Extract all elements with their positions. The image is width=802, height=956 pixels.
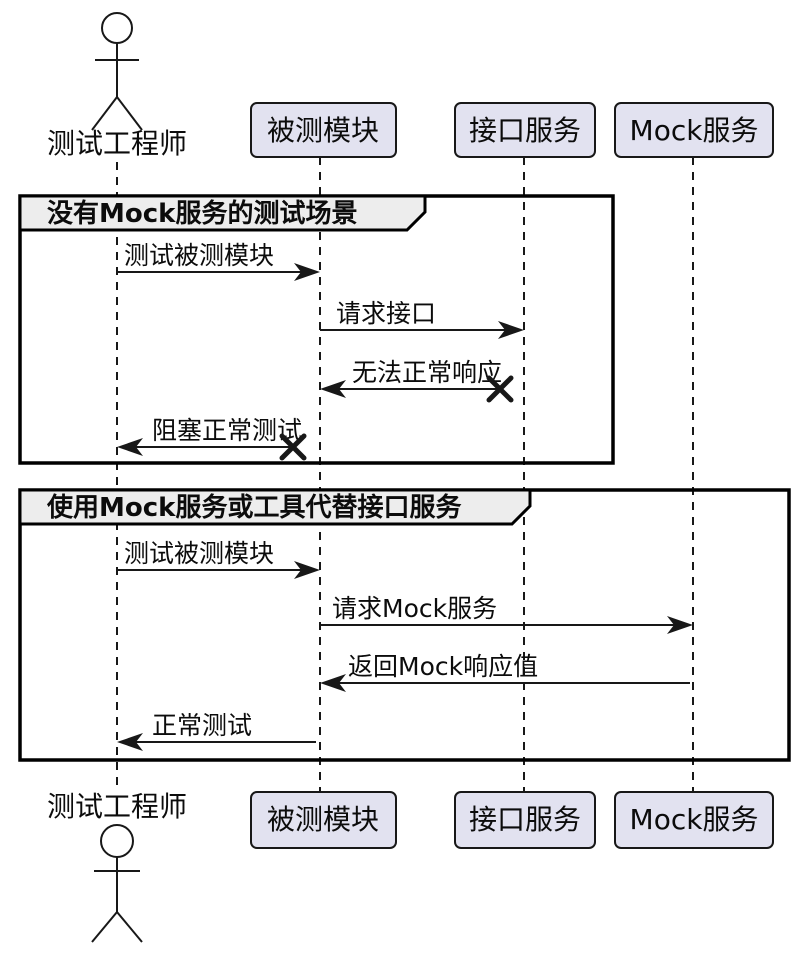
message-normal-testing: 正常测试	[117, 711, 316, 751]
participant-module-under-test: 被测模块	[250, 791, 397, 849]
actor-leg-right-icon	[116, 96, 143, 131]
participant-interface-service: 接口服务	[454, 791, 596, 849]
actor-leg-right-icon	[116, 911, 143, 943]
message-test-module-1: 测试被测模块	[117, 241, 320, 281]
participant-label: 接口服务	[469, 803, 581, 836]
messages: 测试被测模块 请求接口 无法正常响应 阻塞正常测试	[117, 241, 693, 751]
lost-message-x-icon	[486, 375, 514, 403]
participant-label: Mock服务	[630, 803, 759, 836]
lifelines	[116, 157, 694, 792]
message-label: 返回Mock响应值	[348, 652, 538, 681]
frame-title-tab	[18, 194, 427, 232]
participant-label: 接口服务	[469, 114, 581, 147]
arrowhead-left-icon	[117, 733, 143, 751]
frame-no-mock-scenario: 没有Mock服务的测试场景	[18, 194, 615, 465]
message-blocks-normal-testing: 阻塞正常测试	[117, 416, 307, 461]
participants-top: 被测模块 接口服务 Mock服务	[250, 102, 774, 158]
participant-label: Mock服务	[630, 114, 759, 147]
message-label: 请求接口	[336, 299, 436, 328]
actor-head-icon	[100, 824, 134, 858]
participants-bottom: 被测模块 接口服务 Mock服务	[250, 791, 774, 849]
participant-module-under-test: 被测模块	[250, 102, 397, 158]
message-label: 正常测试	[152, 711, 252, 740]
participant-interface-service: 接口服务	[454, 102, 596, 158]
arrowhead-left-icon	[320, 674, 346, 692]
message-request-interface: 请求接口	[320, 299, 524, 339]
participant-box	[250, 791, 397, 849]
actor-label: 测试工程师	[47, 790, 187, 823]
message-request-mock-service: 请求Mock服务	[320, 594, 693, 634]
frame-title: 使用Mock服务或工具代替接口服务	[46, 493, 461, 523]
message-no-normal-response: 无法正常响应	[320, 358, 514, 403]
frame-with-mock-scenario: 使用Mock服务或工具代替接口服务	[18, 488, 791, 762]
frame-title-tab	[18, 488, 532, 526]
participant-box	[454, 791, 596, 849]
arrowhead-left-icon	[320, 380, 346, 398]
arrowhead-right-icon	[294, 263, 320, 281]
arrowhead-right-icon	[667, 616, 693, 634]
participant-label: 被测模块	[267, 803, 379, 836]
message-label: 测试被测模块	[124, 539, 274, 568]
arrowhead-right-icon	[498, 321, 524, 339]
participant-mock-service: Mock服务	[614, 791, 774, 849]
arrowhead-right-icon	[294, 561, 320, 579]
frame-title: 没有Mock服务的测试场景	[47, 198, 357, 229]
message-test-module-2: 测试被测模块	[117, 539, 320, 579]
actor-test-engineer-bottom: 测试工程师	[47, 790, 187, 943]
lost-message-x-icon	[279, 433, 307, 461]
arrowhead-left-icon	[117, 438, 143, 456]
message-label: 阻塞正常测试	[152, 416, 302, 445]
message-label: 测试被测模块	[124, 241, 274, 270]
actor-head-icon	[101, 12, 133, 44]
message-return-mock-response: 返回Mock响应值	[320, 652, 690, 692]
actor-test-engineer-top: 测试工程师	[47, 12, 187, 160]
message-label: 无法正常响应	[352, 358, 502, 387]
participant-box	[614, 102, 774, 158]
participant-box	[454, 102, 596, 158]
participant-box	[250, 102, 397, 158]
participant-mock-service: Mock服务	[614, 102, 774, 158]
actor-label: 测试工程师	[47, 127, 187, 160]
participant-label: 被测模块	[267, 114, 379, 147]
actor-leg-left-icon	[91, 911, 118, 943]
message-label: 请求Mock服务	[332, 594, 497, 623]
participant-box	[614, 791, 774, 849]
actor-leg-left-icon	[91, 96, 118, 131]
